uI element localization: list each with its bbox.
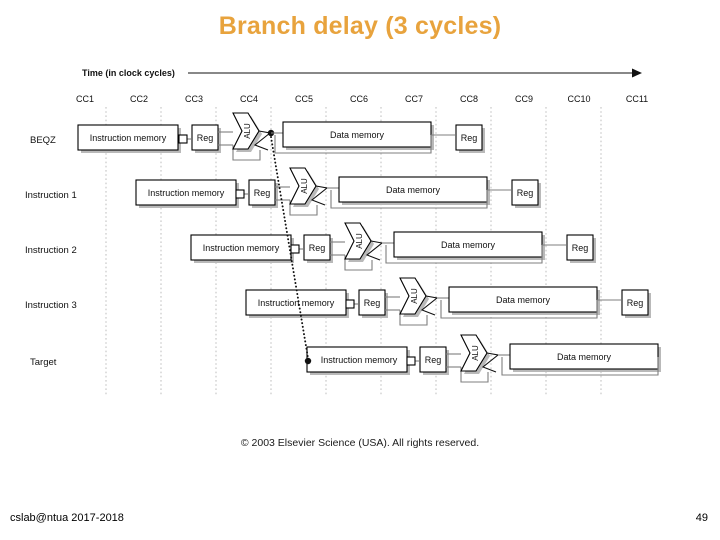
stage-label: Reg [461,133,478,143]
stage-alu [232,112,260,150]
row-label-instruction-3: Instruction 3 [25,300,77,311]
stage-instruction-memory [77,124,179,151]
pipeline-row-target: Instruction memory Reg ALU Data memory [304,334,661,383]
stage-label: Reg [309,243,326,253]
row-label-instruction-2: Instruction 2 [25,245,77,256]
stage-label: Reg [364,298,381,308]
stage-reg [358,289,386,316]
cc-label: CC3 [185,94,203,104]
pipeline-row-instruction-3: Instruction memory Reg ALU Data memory [245,277,651,326]
stage-label: Reg [627,298,644,308]
stage-label: ALU [410,288,419,304]
page-title: Branch delay (3 cycles) [218,12,502,40]
row-labels: BEQZ Instruction 1 Instruction 2 Instruc… [25,135,77,368]
stage-data-memory [448,286,598,313]
branch-resolution-path [270,136,309,359]
pipeline-row-instruction-1: Instruction memory Reg ALU Data memory [135,167,541,216]
stage-label: Instruction memory [321,355,398,365]
stage-label: Instruction memory [203,243,280,253]
stage-label: Reg [572,243,589,253]
stage-reg [511,179,539,206]
footer-source: cslab@ntua 2017-2018 [10,512,124,524]
cc-label: CC8 [460,94,478,104]
stage-data-memory [338,176,488,203]
stage-label: Instruction memory [258,298,335,308]
cc-label: CC6 [350,94,368,104]
stage-label: Reg [425,355,442,365]
cc-label: CC1 [76,94,94,104]
stage-label: Reg [197,133,214,143]
pipeline-row-instruction-2: Instruction memory Reg ALU Data memory [190,222,596,271]
stage-instruction-memory [135,179,237,206]
cc-label: CC5 [295,94,313,104]
stage-label: Instruction memory [90,133,167,143]
stage-instruction-memory [245,289,347,316]
cc-label: CC7 [405,94,423,104]
stage-reg [621,289,649,316]
stage-label: Data memory [386,185,441,195]
stage-label: Reg [517,188,534,198]
pipeline-row-beqz: Instruction memory Reg ALU Data memory [77,112,485,161]
stage-alu [399,277,427,315]
time-axis-label: Time (in clock cycles) [82,68,175,78]
stage-instruction-memory [306,346,408,373]
stage-label: ALU [471,345,480,361]
stage-label: Data memory [330,130,385,140]
slide-number: 49 [695,512,708,524]
stage-label: ALU [355,233,364,249]
cc-label: CC11 [626,94,648,104]
stage-label: Data memory [496,295,551,305]
stage-instruction-memory [190,234,292,261]
stage-reg [303,234,331,261]
stage-alu [289,167,317,205]
time-axis-arrow-icon [632,68,642,78]
time-axis: Time (in clock cycles) [82,68,642,78]
stage-data-memory [509,343,659,370]
stage-label: Data memory [557,352,612,362]
pipeline-diagram: Time (in clock cycles) CC1 CC2 CC3 CC4 C… [0,55,720,455]
cc-label: CC4 [240,94,258,104]
row-label-beqz: BEQZ [30,135,56,146]
stage-reg [248,179,276,206]
row-label-target: Target [30,357,57,368]
stage-label: ALU [300,178,309,194]
row-label-instruction-1: Instruction 1 [25,190,77,201]
stage-reg [566,234,594,261]
stage-data-memory [393,231,543,258]
target-fetch-node [304,357,312,365]
stage-label: Reg [254,188,271,198]
copyright-notice: © 2003 Elsevier Science (USA). All right… [240,437,480,449]
cc-label: CC2 [130,94,148,104]
stage-alu [344,222,372,260]
cc-label: CC9 [515,94,533,104]
stage-label: Instruction memory [148,188,225,198]
stage-alu [460,334,488,372]
stage-reg [191,124,219,151]
stage-label: Data memory [441,240,496,250]
stage-reg [455,124,483,151]
stage-label: ALU [243,123,252,139]
clock-cycle-labels: CC1 CC2 CC3 CC4 CC5 CC6 CC7 CC8 CC9 CC10… [76,94,648,104]
stage-reg [419,346,447,373]
cc-label: CC10 [567,94,590,104]
